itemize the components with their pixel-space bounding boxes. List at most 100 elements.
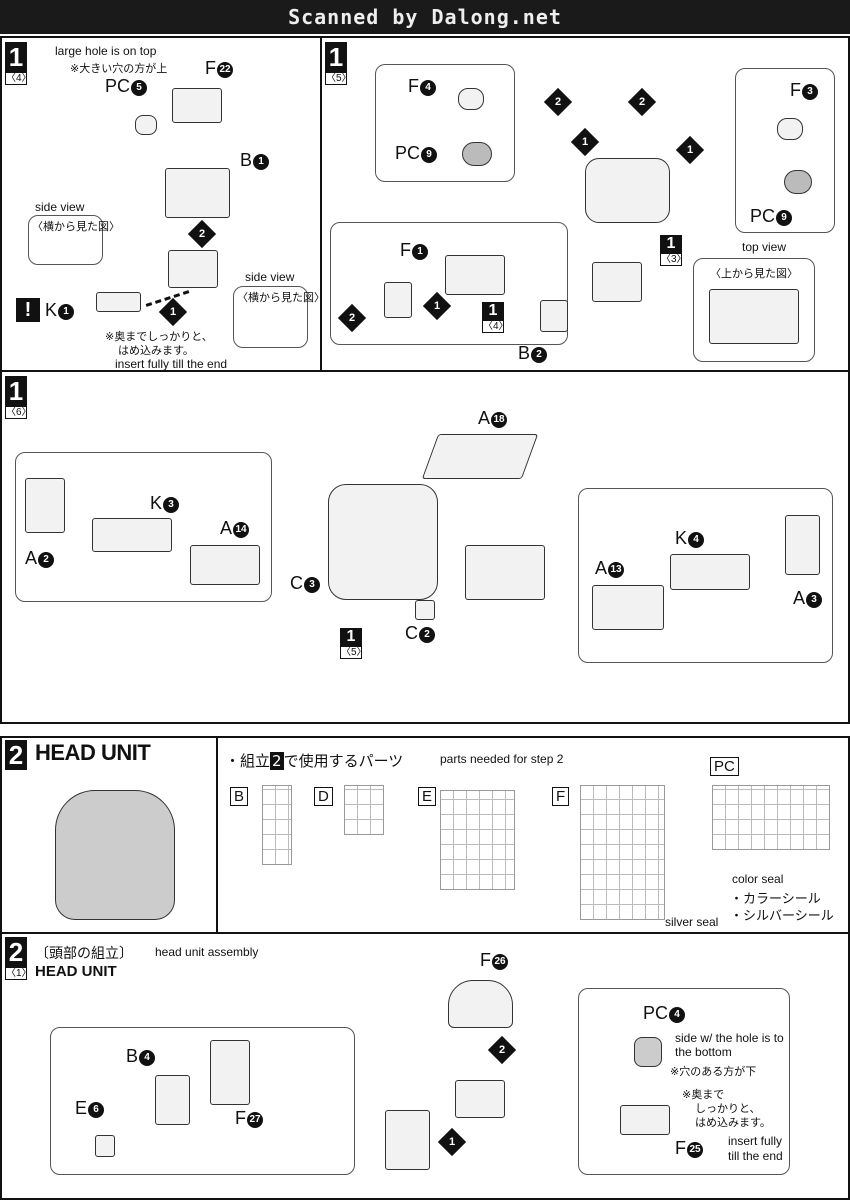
- sprue-label: E: [418, 787, 437, 806]
- label-text: F: [790, 80, 801, 100]
- part-face: [385, 1110, 430, 1170]
- header-title: Scanned by Dalong.net: [288, 5, 562, 29]
- label-text: 〈5〉: [325, 72, 352, 85]
- part-k4: [670, 554, 750, 590]
- part-pc9: [784, 170, 812, 194]
- label-text: 1: [5, 376, 27, 406]
- sprue-label-pc: PC: [710, 757, 739, 776]
- label-text: 2: [5, 937, 27, 967]
- label-text: 1: [325, 42, 347, 72]
- top-view-label: top view: [742, 240, 787, 254]
- part-number-badge: 9: [776, 210, 793, 226]
- label-text: 〈6〉: [5, 406, 32, 419]
- part-f4: [458, 88, 484, 110]
- part-a14: [190, 545, 260, 585]
- color-seal-label: color seal: [732, 872, 784, 886]
- sprue-f: [580, 785, 665, 920]
- part-a3: [785, 515, 820, 575]
- label-text: 2: [5, 740, 27, 770]
- label-text: で使用するパーツ: [283, 752, 404, 770]
- part-number-badge: 1: [253, 154, 270, 170]
- part-f1: [384, 282, 412, 318]
- label-text: 〈4〉: [5, 72, 32, 85]
- part-number-badge: 1: [58, 304, 75, 320]
- part-b2: [540, 300, 568, 332]
- part-number-badge: 2: [419, 627, 435, 643]
- label-text: 1: [340, 628, 362, 646]
- label-text: K: [150, 493, 163, 513]
- part-number-badge: 9: [421, 147, 438, 163]
- section-title: HEAD UNIT: [35, 740, 151, 765]
- side-view-label: side view: [245, 270, 295, 284]
- label-text: 〈4〉: [482, 320, 509, 333]
- label-text: A: [25, 548, 38, 568]
- label-text: 2: [348, 312, 356, 324]
- label-text: 1: [686, 144, 694, 156]
- label-text: PC: [395, 143, 421, 163]
- part-number-badge: 18: [491, 412, 508, 428]
- part-k1: [96, 292, 141, 312]
- label-text: [709, 289, 799, 344]
- step-badge: 2: [5, 740, 27, 770]
- color-seal-jp: ・カラーシール: [730, 892, 821, 907]
- note-jp: ※大きい穴の方が上: [70, 62, 168, 75]
- part-number-badge: 2: [38, 552, 55, 568]
- part-number-badge: 26: [492, 954, 508, 970]
- warning-icon: !: [16, 298, 40, 322]
- part-number-badge: 13: [608, 562, 625, 578]
- part-pc4: [634, 1037, 662, 1067]
- label-text: 〈1〉: [5, 967, 32, 980]
- ref-badge: 1〈3〉: [660, 235, 687, 266]
- step-marker: 1: [437, 1127, 467, 1157]
- part-number-badge: 3: [802, 84, 818, 100]
- part-torso: [585, 158, 670, 223]
- part-number-badge: 5: [131, 80, 148, 96]
- label-text: 〈5〉: [340, 646, 367, 659]
- label-text: F: [480, 950, 491, 970]
- ref-badge: 1〈4〉: [482, 302, 509, 333]
- part-c2: [415, 600, 435, 620]
- step-badge: 2〈1〉: [5, 937, 32, 980]
- insert-note-jp: しっかりと、: [695, 1102, 761, 1115]
- part-number-badge: 4: [669, 1007, 686, 1023]
- part-number-badge: 3: [806, 592, 823, 608]
- part-assembly: [168, 250, 218, 288]
- label-text: 1: [433, 300, 441, 312]
- step-badge: 1〈4〉: [5, 42, 32, 85]
- sprue-label: B: [230, 787, 249, 806]
- part-number-badge: 1: [412, 244, 428, 260]
- top-view-callout: 〈上から見た図〉: [693, 258, 815, 362]
- part-a13: [592, 585, 664, 630]
- sprue-d: [344, 785, 384, 835]
- part-e6: [95, 1135, 115, 1157]
- assembly-title-en: head unit assembly: [155, 945, 259, 959]
- insert-note-jp: はめ込みます。: [695, 1116, 771, 1129]
- part-a18: [421, 434, 539, 479]
- label-text: PC: [643, 1003, 669, 1023]
- step-marker: 2: [337, 303, 367, 333]
- side-view-callout: 〈横から見た図〉: [233, 286, 325, 348]
- label-text: C: [290, 573, 303, 593]
- part-number-badge: 22: [217, 62, 233, 78]
- label-text: 2: [270, 752, 284, 770]
- label-text: F: [400, 240, 411, 260]
- label-text: 2: [498, 1044, 506, 1056]
- step-marker: 1: [570, 127, 600, 157]
- sprue-label: F: [552, 787, 570, 806]
- insert-note-jp: はめ込みます。: [118, 344, 194, 357]
- label-text: 1: [169, 306, 177, 318]
- part-number-badge: 6: [88, 1102, 105, 1118]
